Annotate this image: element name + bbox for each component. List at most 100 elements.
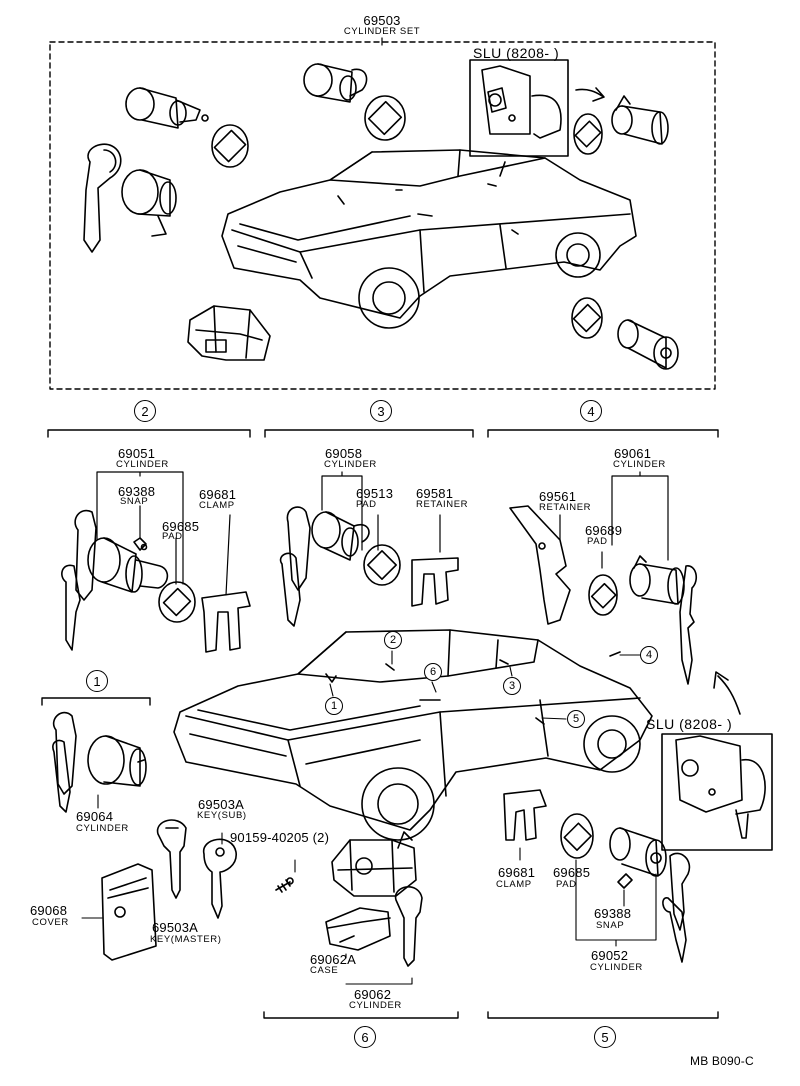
s1-cylinder-no: 69064 [76, 809, 114, 824]
section6-cylinder-case-icon [331, 831, 423, 967]
bracket-6 [263, 1011, 459, 1019]
group-marker-3: 3 [370, 400, 392, 422]
s3-cylinder-name: CYLINDER [324, 459, 377, 470]
section5-clamp-icon [503, 789, 547, 841]
car-marker-4: 4 [640, 646, 658, 664]
s3-pad-no: 69513 [356, 486, 394, 501]
top-cylinder-3-icon [611, 95, 669, 145]
s5-clamp-no: 69681 [498, 865, 536, 880]
section3-pad-icon [363, 544, 401, 586]
s6-cylinder-name: CYLINDER [349, 1000, 402, 1011]
footer-code: MB B090-C [690, 1054, 754, 1068]
bracket-5 [487, 1011, 719, 1019]
screw-no: 90159-40205 (2) [230, 830, 330, 845]
s4-cylinder-no: 69061 [614, 446, 652, 461]
s4-retainer-name: RETAINER [539, 502, 592, 513]
top-cylinder-4-icon [617, 319, 679, 370]
s1-cylinder-name: CYLINDER [76, 823, 129, 834]
s2-snap-no: 69388 [118, 484, 156, 499]
key-sub-icon [203, 838, 237, 919]
top-pad-1-icon [211, 124, 249, 168]
s4-retainer-no: 69561 [539, 489, 577, 504]
s3-cylinder-no: 69058 [325, 446, 363, 461]
section3-retainer-icon [411, 557, 459, 607]
section2-cylinder-icon [61, 509, 169, 651]
car-marker-1: 1 [325, 697, 343, 715]
top-pad-2-icon [364, 95, 406, 141]
key-master-icon [156, 819, 187, 899]
key-sub-no: 69503A [198, 797, 245, 812]
key-master-name: KEY(MASTER) [150, 934, 222, 945]
top-pad-4-icon [571, 297, 603, 339]
s2-cylinder-name: CYLINDER [116, 459, 169, 470]
s3-retainer-no: 69581 [416, 486, 454, 501]
group-marker-1: 1 [86, 670, 108, 692]
slu-inset-top [469, 59, 569, 157]
section5-snap-icon [617, 873, 633, 889]
s6-case-no: 69062A [310, 952, 357, 967]
s1-cover-name: COVER [32, 917, 69, 928]
section4-pad-icon [588, 574, 618, 616]
main-car-illustration [173, 629, 653, 841]
top-part-name: CYLINDER SET [343, 26, 421, 37]
key-master-no: 69503A [152, 920, 199, 935]
arrow-top [575, 87, 605, 102]
section2-pad-icon [158, 581, 196, 623]
s3-pad-name: PAD [356, 499, 377, 510]
section4-cylinder-icon [629, 555, 698, 685]
key-sub-name: KEY(SUB) [197, 810, 247, 821]
car-marker-3: 3 [503, 677, 521, 695]
s2-cylinder-no: 69051 [118, 446, 156, 461]
section5-pad-icon [560, 813, 594, 859]
slu-lock-bottom-icon [675, 735, 766, 839]
section5-cylinder-icon [609, 827, 691, 963]
s4-pad-no: 69689 [585, 523, 623, 538]
top-cylinder-2-icon [303, 63, 368, 103]
section4-retainer-icon [509, 505, 571, 625]
group-marker-4: 4 [580, 400, 602, 422]
s5-snap-name: SNAP [596, 920, 625, 931]
s6-case-name: CASE [310, 965, 339, 976]
group-marker-5-bottom: 5 [594, 1026, 616, 1048]
section3-cylinder-icon [279, 506, 370, 627]
top-key-cylinder-icon [83, 143, 177, 253]
section1-cover-icon [101, 863, 157, 961]
s5-pad-name: PAD [556, 879, 577, 890]
group-marker-2: 2 [134, 400, 156, 422]
car-marker-2: 2 [384, 631, 402, 649]
slu-inset-bottom [661, 733, 773, 851]
top-cylinder-1-icon [125, 87, 209, 129]
slu-note-top: SLU (8208- ) [473, 45, 560, 61]
s1-cover-no: 69068 [30, 903, 68, 918]
s2-snap-name: SNAP [120, 496, 149, 507]
s2-pad-name: PAD [162, 531, 183, 542]
s2-clamp-name: CLAMP [199, 500, 235, 511]
top-case-icon [187, 305, 271, 361]
car-marker-6: 6 [424, 663, 442, 681]
bracket-1 [41, 697, 151, 706]
s5-snap-no: 69388 [594, 906, 632, 921]
top-part-number: 69503 [363, 13, 401, 28]
s2-clamp-no: 69681 [199, 487, 237, 502]
slu-note-bottom: SLU (8208- ) [646, 716, 733, 732]
s5-pad-no: 69685 [553, 865, 591, 880]
bracket-2 [47, 429, 251, 438]
arrow-lower [713, 671, 741, 715]
section1-cylinder-icon [52, 711, 147, 813]
s5-cylinder-name: CYLINDER [590, 962, 643, 973]
s4-pad-name: PAD [587, 536, 608, 547]
s5-clamp-name: CLAMP [496, 879, 532, 890]
car-marker-5: 5 [567, 710, 585, 728]
section2-snap-icon [133, 537, 148, 551]
s3-retainer-name: RETAINER [416, 499, 469, 510]
bracket-4 [487, 429, 719, 438]
s2-pad-no: 69685 [162, 519, 200, 534]
section6-case-icon [325, 907, 391, 951]
group-marker-6-bottom: 6 [354, 1026, 376, 1048]
section2-clamp-icon [201, 591, 251, 653]
top-pad-3-icon [573, 113, 603, 155]
s4-cylinder-name: CYLINDER [613, 459, 666, 470]
screw-icon [275, 877, 294, 893]
s5-cylinder-no: 69052 [591, 948, 629, 963]
